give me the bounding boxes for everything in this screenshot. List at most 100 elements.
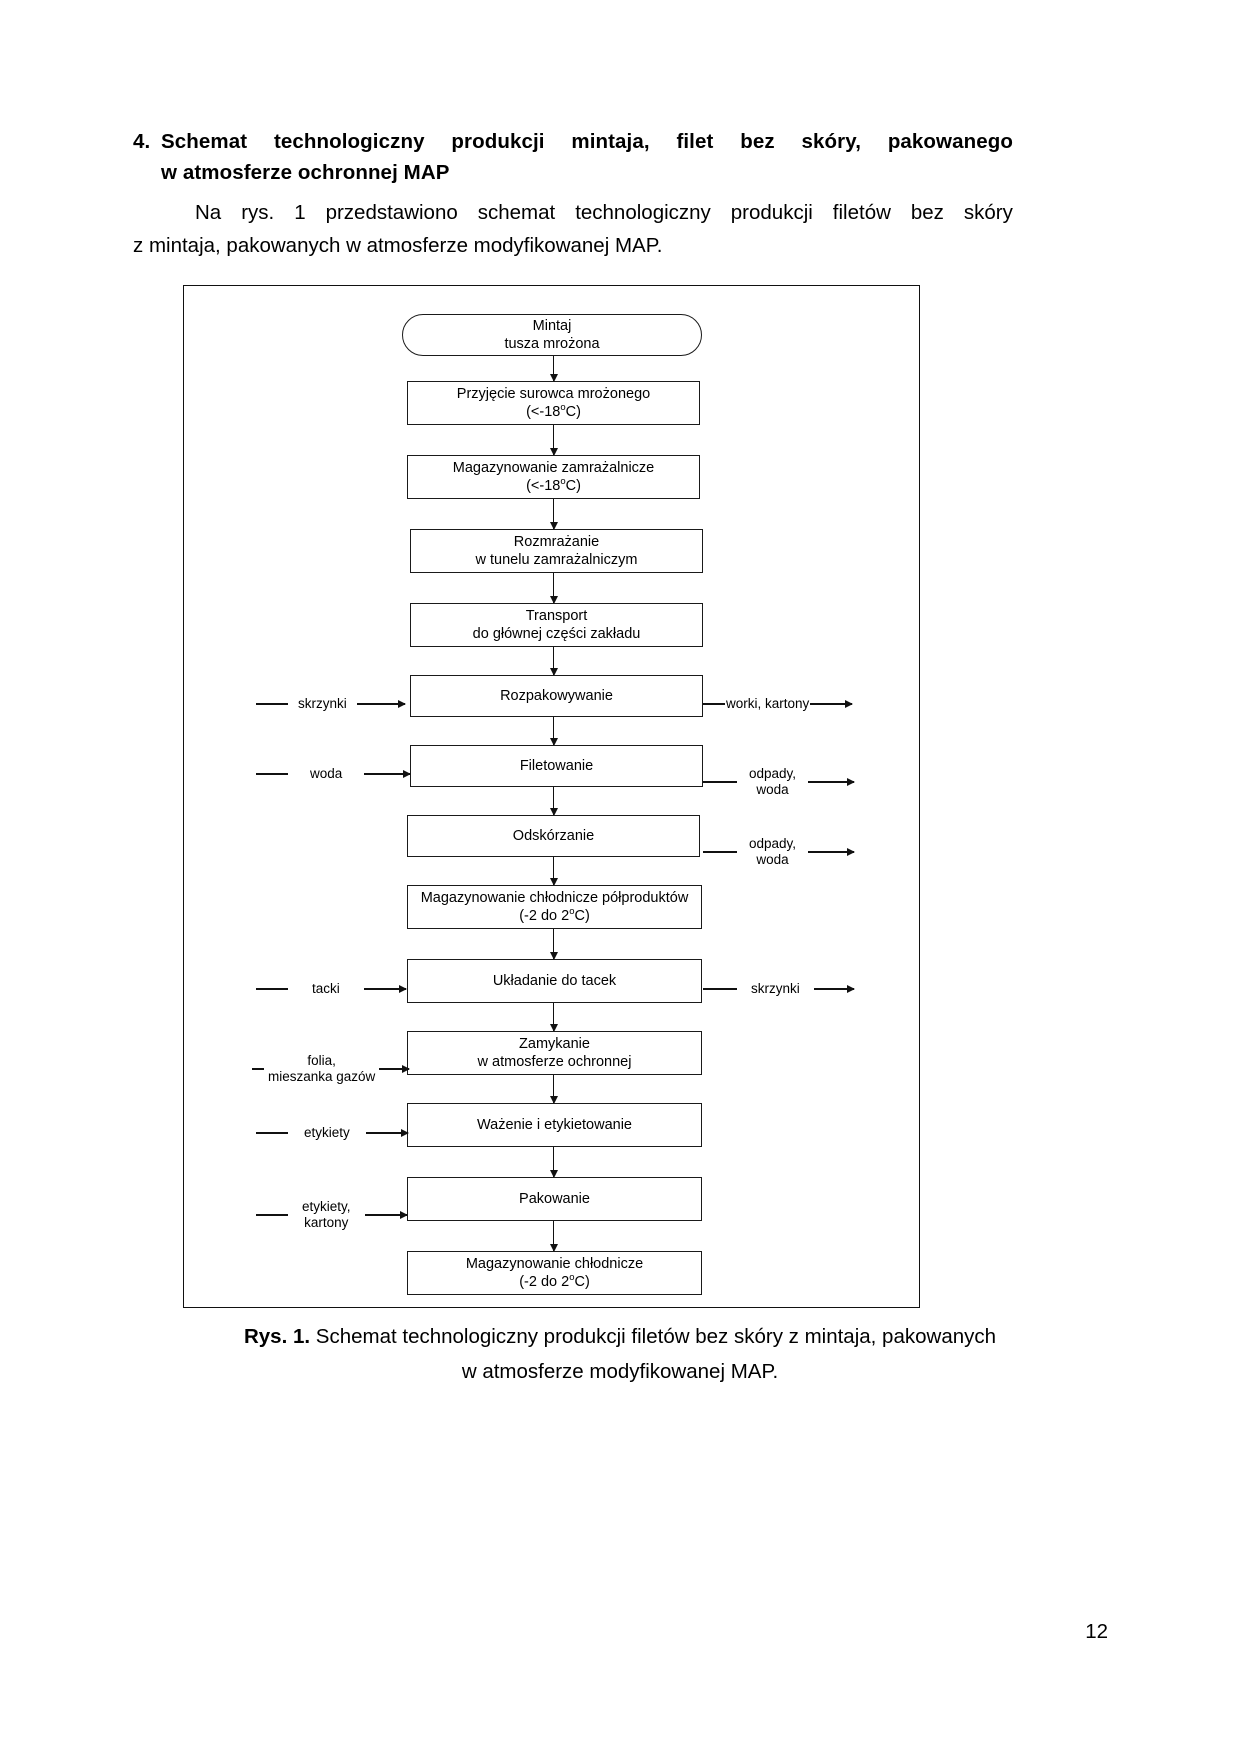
figure-frame: Mintaj tusza mrożona Przyjęcie surowca m…: [183, 285, 920, 1308]
heading-word: bez: [740, 130, 775, 153]
intro-paragraph: Na rys. 1 przedstawiono schemat technolo…: [133, 196, 1013, 262]
caption-line-1: Rys. 1. Schemat technologiczny produkcji…: [150, 1320, 1090, 1355]
heading-line1-words: Schemat technologiczny produkcji mintaja…: [161, 126, 1013, 157]
node-line-1: Ważenie i etykietowanie: [476, 1116, 632, 1133]
output-arrow: [808, 851, 855, 853]
node-line-2: w tunelu zamrażalniczym: [475, 552, 638, 568]
flow-node-transport: Transport do głównej części zakładu: [410, 603, 703, 647]
node-line-2: tusza mrożona: [504, 336, 600, 352]
heading-line-1: 4. Schemat technologiczny produkcji mint…: [133, 126, 1013, 157]
node-line-1: Przyjęcie surowca mrożonego: [456, 385, 651, 402]
output-label-line-1: odpady,: [749, 836, 797, 851]
node-line-2: do głównej części zakładu: [472, 626, 641, 642]
flow-input-woda: woda: [256, 766, 411, 782]
section-heading: 4. Schemat technologiczny produkcji mint…: [133, 126, 1013, 188]
flow-output-odpady-woda-filetowanie: odpady, woda: [703, 766, 855, 798]
node-line-2: (<-18oC): [526, 402, 581, 420]
connector-arrow: [553, 425, 555, 455]
input-label: woda: [310, 766, 343, 781]
paragraph-word: technologiczny: [575, 201, 711, 224]
connector-arrow: [553, 1221, 555, 1251]
node-line-1: Rozmrażanie: [513, 533, 600, 550]
connector-arrow: [553, 717, 555, 745]
heading-word: pakowanego: [887, 130, 1013, 153]
paragraph-word: schemat: [477, 201, 556, 224]
node-line-1: Filetowanie: [519, 757, 594, 774]
node-line-1: Transport: [525, 607, 588, 624]
node-line-1: Magazynowanie chłodnicze półproduktów: [420, 889, 689, 906]
paragraph-word: filetów: [832, 201, 891, 224]
output-label: skrzynki: [751, 981, 800, 996]
connector-arrow: [553, 1003, 555, 1031]
heading-line-2: w atmosferze ochronnej MAP: [161, 161, 450, 185]
paragraph-word: rys.: [241, 201, 275, 224]
node-line-2: (-2 do 2oC): [519, 906, 590, 924]
input-label: etykiety: [304, 1125, 350, 1140]
flow-input-skrzynki: skrzynki: [256, 696, 405, 712]
input-arrow: [364, 1214, 407, 1216]
paragraph-word: przedstawiono: [325, 201, 458, 224]
input-label: skrzynki: [298, 696, 347, 711]
input-label-line-1: folia,: [307, 1053, 336, 1068]
node-line-1: Rozpakowywanie: [500, 687, 613, 704]
flow-input-etykiety-kartony: etykiety, kartony: [256, 1199, 407, 1231]
heading-word: filet: [676, 130, 714, 153]
connector-arrow: [553, 499, 555, 529]
paragraph-word: bez: [910, 201, 944, 224]
output-stub-line: [703, 988, 737, 990]
caption-label: Rys. 1.: [243, 1325, 311, 1348]
connector-arrow: [553, 647, 555, 675]
input-arrow: [365, 1132, 408, 1134]
output-arrow: [808, 781, 855, 783]
output-label-line-2: woda: [756, 852, 789, 868]
figure-caption: Rys. 1. Schemat technologiczny produkcji…: [150, 1320, 1090, 1390]
flow-node-odskorzanie: Odskórzanie: [407, 815, 700, 857]
input-arrow: [356, 703, 405, 705]
output-label-line-2: woda: [756, 782, 789, 798]
paragraph-line-2: z mintaja, pakowanych w atmosferze modyf…: [133, 234, 663, 258]
paragraph-word: 1: [294, 201, 306, 224]
flow-node-ukladanie-do-tacek: Układanie do tacek: [407, 959, 702, 1003]
heading-number: 4.: [133, 130, 151, 153]
input-stub-line: [256, 988, 288, 990]
connector-arrow: [553, 356, 555, 381]
flow-node-wazenie-etykietowanie: Ważenie i etykietowanie: [407, 1103, 702, 1147]
paragraph-word: Na: [195, 201, 222, 224]
flow-node-rozmrazanie: Rozmrażanie w tunelu zamrażalniczym: [410, 529, 703, 573]
paragraph-word: skóry: [963, 201, 1013, 224]
node-line-1: Układanie do tacek: [492, 972, 617, 989]
node-line-1: Magazynowanie chłodnicze: [465, 1255, 644, 1272]
flow-node-rozpakowywanie: Rozpakowywanie: [410, 675, 703, 717]
input-stub-line: [256, 1214, 288, 1216]
flow-output-odpady-woda-odskorzanie: odpady, woda: [703, 836, 855, 868]
input-stub-line: [256, 773, 288, 775]
caption-line-2: w atmosferze modyfikowanej MAP.: [461, 1359, 779, 1383]
flow-node-mintaj: Mintaj tusza mrożona: [402, 314, 702, 356]
output-stub-line: [703, 781, 737, 783]
flow-node-magazynowanie-polproduktow: Magazynowanie chłodnicze półproduktów (-…: [407, 885, 702, 929]
heading-word: Schemat: [161, 130, 248, 153]
node-line-1: Pakowanie: [519, 1190, 590, 1207]
heading-word: produkcji: [451, 130, 545, 153]
input-stub-line: [252, 1068, 264, 1070]
flow-input-tacki: tacki: [256, 981, 406, 997]
connector-arrow: [553, 787, 555, 815]
heading-word: technologiczny: [273, 130, 425, 153]
flow-input-etykiety: etykiety: [256, 1125, 408, 1141]
flow-output-skrzynki: skrzynki: [703, 981, 854, 997]
heading-word: skóry,: [801, 130, 861, 153]
paragraph-word: produkcji: [730, 201, 813, 224]
output-arrow: [810, 703, 853, 705]
flow-node-magazynowanie-chlodnicze: Magazynowanie chłodnicze (-2 do 2oC): [407, 1251, 702, 1295]
connector-arrow: [553, 573, 555, 603]
connector-arrow: [553, 1147, 555, 1177]
input-arrow: [363, 988, 406, 990]
caption-text: Schemat technologiczny produkcji filetów…: [310, 1325, 997, 1348]
flow-node-filetowanie: Filetowanie: [410, 745, 703, 787]
connector-arrow: [553, 857, 555, 885]
heading-word: mintaja,: [571, 130, 650, 153]
input-arrow: [379, 1068, 410, 1070]
input-stub-line: [256, 1132, 288, 1134]
input-label-line-2: mieszanka gazów: [268, 1069, 376, 1085]
